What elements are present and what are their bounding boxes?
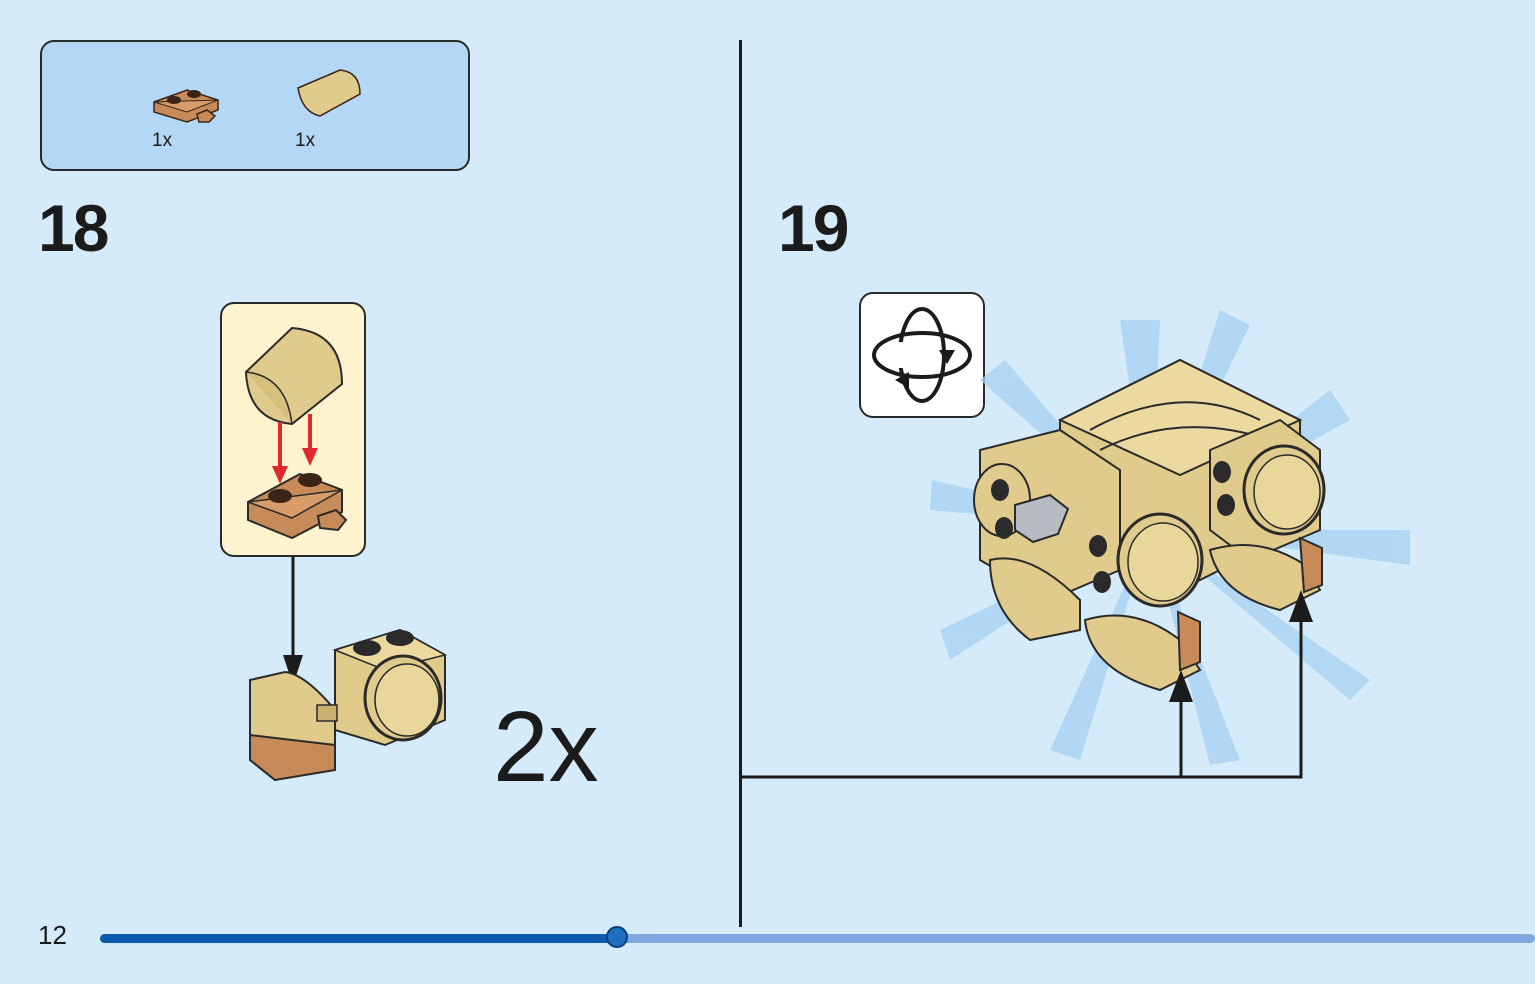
progress-fill	[100, 934, 617, 943]
step-18-model-illustration	[249, 628, 448, 782]
tan-curved-slope-icon	[297, 69, 361, 117]
sub-assembly-callout	[220, 302, 366, 557]
step-number-19: 19	[778, 191, 849, 265]
progress-track	[100, 934, 1535, 943]
page-divider	[739, 40, 742, 927]
page-number: 12	[38, 920, 67, 950]
rotate-icon	[872, 307, 972, 403]
attachment-arrows	[739, 590, 1313, 779]
progress-knob[interactable]	[605, 926, 628, 948]
part-quantity-2: 1x	[295, 130, 316, 151]
parts-list-box: 1x 1x	[40, 40, 470, 171]
step-number-18: 18	[38, 191, 109, 265]
sub-assembly-illustration	[244, 326, 348, 540]
step-19-model-illustration	[930, 310, 1410, 765]
tan-plate-with-clip-icon	[153, 89, 219, 123]
rotate-model-box	[859, 292, 985, 418]
step-multiplier: 2x	[493, 691, 599, 803]
part-quantity-1: 1x	[152, 130, 173, 151]
assembly-arrow	[283, 557, 303, 685]
